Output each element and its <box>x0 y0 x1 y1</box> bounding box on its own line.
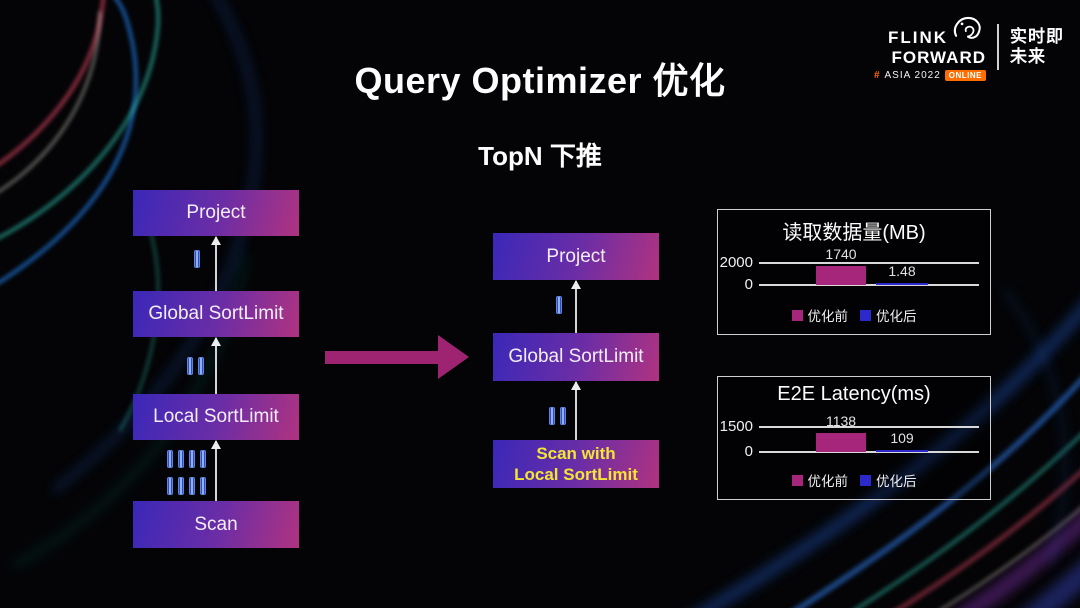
node-project-before: Project <box>133 190 299 236</box>
flow-arrow-up <box>570 280 581 333</box>
bar-value-label: 1138 <box>825 413 857 429</box>
data-mark-icon <box>194 250 200 268</box>
node-label-line2: Local SortLimit <box>514 465 638 484</box>
node-global-sortlimit-before: Global SortLimit <box>133 291 299 337</box>
logo-event-name: ASIA 2022 <box>884 69 941 81</box>
page-title: Query Optimizer 优化 <box>354 60 726 101</box>
legend-swatch-magenta <box>791 309 803 321</box>
chart-panel-e2e-latency: E2E Latency(ms) 1500 0 1138 109 优化前 优化后 <box>717 376 991 500</box>
flow-arrow-up <box>210 236 221 291</box>
legend-item-after: 优化后 <box>860 470 917 490</box>
data-volume-marks-after-1 <box>556 296 562 314</box>
legend-swatch-magenta <box>791 474 803 486</box>
y-tick-zero: 0 <box>744 443 753 460</box>
data-volume-marks-2 <box>187 357 204 375</box>
data-mark-icon <box>556 296 562 314</box>
data-mark-icon <box>178 477 184 495</box>
flow-arrow-up <box>570 381 581 440</box>
data-mark-icon <box>560 407 566 425</box>
arrow-shaft <box>325 351 439 364</box>
bar-after-optimization <box>876 283 928 285</box>
legend-label: 优化后 <box>876 474 917 489</box>
data-mark-icon <box>200 450 206 468</box>
flink-forward-wordmark: FLINK FORWARD # ASIA 2022 ONLINE <box>874 12 986 81</box>
legend-item-after: 优化后 <box>860 305 917 325</box>
gridline-max <box>759 262 979 264</box>
squirrel-logo-icon <box>953 16 981 39</box>
data-mark-icon <box>167 477 173 495</box>
chart-panel-read-data-volume: 读取数据量(MB) 2000 0 1740 1.48 优化前 优化后 <box>717 209 991 335</box>
logo-divider <box>997 23 999 70</box>
online-badge: ONLINE <box>944 70 986 81</box>
data-mark-icon <box>200 477 206 495</box>
chart-plot: 1500 0 1138 109 <box>720 413 979 460</box>
gridline-max <box>759 426 979 428</box>
gridline-zero <box>759 284 979 286</box>
bar-value-label: 1.48 <box>888 263 916 279</box>
legend-item-before: 优化前 <box>791 470 849 490</box>
data-mark-icon <box>187 357 193 375</box>
flow-arrow-up <box>210 337 221 394</box>
legend-label: 优化后 <box>876 309 917 324</box>
legend-label: 优化前 <box>807 309 849 324</box>
page-subtitle: TopN 下推 <box>478 141 602 171</box>
data-mark-icon <box>198 357 204 375</box>
bar-before-optimization <box>816 266 866 285</box>
node-scan-with-local-sortlimit: Scan with Local SortLimit <box>493 440 659 488</box>
flink-forward-logo: FLINK FORWARD # ASIA 2022 ONLINE 实时即 未来 <box>874 12 1064 81</box>
chart-plot: 2000 0 1740 1.48 <box>720 246 979 293</box>
flow-arrow-up <box>210 440 221 501</box>
node-scan-before: Scan <box>133 501 299 548</box>
y-tick-max: 2000 <box>719 254 753 271</box>
chart-legend: 优化前 优化后 <box>718 305 990 325</box>
bar-after-optimization <box>876 450 928 452</box>
node-local-sortlimit-before: Local SortLimit <box>133 394 299 440</box>
node-label: Global SortLimit <box>508 346 644 367</box>
data-volume-marks-4b <box>167 477 206 495</box>
legend-item-before: 优化前 <box>791 305 849 325</box>
y-tick-max: 1500 <box>719 418 753 435</box>
slogan-line-2: 未来 <box>1010 46 1046 66</box>
transform-arrow-icon <box>325 335 469 379</box>
logo-hash: # <box>873 69 881 81</box>
data-mark-icon <box>549 407 555 425</box>
bar-value-label: 109 <box>890 430 914 446</box>
node-project-after: Project <box>493 233 659 280</box>
bar-before-optimization <box>816 433 866 452</box>
logo-text-forward: FORWARD <box>891 48 986 67</box>
chart-legend: 优化前 优化后 <box>718 470 990 490</box>
node-label: Local SortLimit <box>153 406 279 427</box>
data-mark-icon <box>167 450 173 468</box>
legend-swatch-blue <box>860 309 871 321</box>
data-volume-marks-4a <box>167 450 206 468</box>
logo-text-flink: FLINK <box>887 28 948 47</box>
data-mark-icon <box>189 450 195 468</box>
logo-slogan: 实时即 未来 <box>1010 27 1064 67</box>
gridline-zero <box>759 451 979 453</box>
bar-value-label: 1740 <box>825 246 857 262</box>
node-global-sortlimit-after: Global SortLimit <box>493 333 659 381</box>
data-volume-marks-after-2 <box>549 407 566 425</box>
chart-title: 读取数据量(MB) <box>782 222 926 244</box>
slogan-line-1: 实时即 <box>1010 26 1064 46</box>
data-mark-icon <box>189 477 195 495</box>
y-tick-zero: 0 <box>744 276 753 293</box>
node-label-line1: Scan with <box>536 444 616 463</box>
data-volume-marks-1 <box>194 250 200 268</box>
chart-title: E2E Latency(ms) <box>777 383 931 405</box>
node-label: Global SortLimit <box>148 303 284 324</box>
arrow-head <box>438 335 469 379</box>
node-label: Scan <box>194 513 238 535</box>
node-label: Project <box>186 202 246 223</box>
data-mark-icon <box>178 450 184 468</box>
node-label: Project <box>546 245 606 267</box>
legend-swatch-blue <box>860 474 871 486</box>
legend-label: 优化前 <box>807 474 849 489</box>
